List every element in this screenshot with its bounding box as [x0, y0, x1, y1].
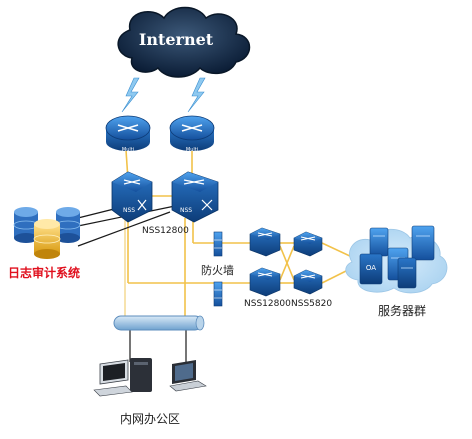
- core-switch-label: NSS12800: [142, 226, 189, 236]
- desktop-pc-icon: [93, 358, 152, 397]
- core-switch-left-tag: NSS: [123, 207, 135, 214]
- router-left: Multi: [105, 115, 151, 153]
- log-audit-label: 日志审计系统: [8, 266, 81, 280]
- laptop-icon: [169, 360, 207, 392]
- firewall-icon: [213, 281, 223, 307]
- router-arrows-icon: [181, 124, 203, 132]
- router-right-tag: Multi: [186, 147, 198, 153]
- switch-arrows-icon: [183, 179, 213, 211]
- switch-arrows-icon: [257, 272, 273, 277]
- server-link-top: [321, 242, 353, 258]
- switch-arrows-icon: [257, 232, 273, 237]
- core-switch-right-tag: NSS: [180, 207, 192, 214]
- router-left-tag: Multi: [122, 147, 134, 153]
- switch-arrows-icon: [300, 274, 316, 279]
- internet-cloud: Internet: [117, 6, 251, 78]
- access-switch-nss12800-top: [249, 227, 281, 257]
- router-arrows-icon: [117, 124, 139, 132]
- server-oa-tag: OA: [366, 264, 376, 272]
- log-link-1: [77, 207, 119, 219]
- access-switch-nss5820-bottom: [293, 269, 323, 295]
- server-icon: [411, 225, 435, 261]
- access-switch-nss5820-top: [293, 231, 323, 257]
- office-area-label: 内网办公区: [120, 412, 181, 426]
- server-cluster-label: 服务器群: [378, 304, 427, 318]
- firewall-label: 防火墙: [201, 264, 234, 277]
- server-icon: OA: [359, 253, 383, 285]
- access-switch-label-nss5820: NSS5820: [291, 299, 333, 309]
- database-icon: [33, 219, 61, 259]
- firewall-icon: [213, 231, 223, 257]
- switch-arrows-icon: [123, 179, 147, 211]
- access-switch-label-nss12800: NSS12800: [244, 299, 291, 309]
- internet-label: Internet: [139, 30, 214, 49]
- switch-cross-2: [279, 245, 295, 281]
- log-link-3: [77, 211, 171, 247]
- lan-bus-pipe: [113, 315, 205, 331]
- core-switch-left: NSS: [111, 171, 153, 223]
- access-switch-nss12800-bottom: [249, 267, 281, 297]
- lightning-icon: [121, 77, 206, 113]
- router-right: Multi: [169, 115, 215, 153]
- server-icon: [369, 227, 389, 257]
- core-switch-right: NSS: [171, 171, 219, 223]
- switch-arrows-icon: [300, 236, 316, 241]
- server-icon: [397, 257, 417, 289]
